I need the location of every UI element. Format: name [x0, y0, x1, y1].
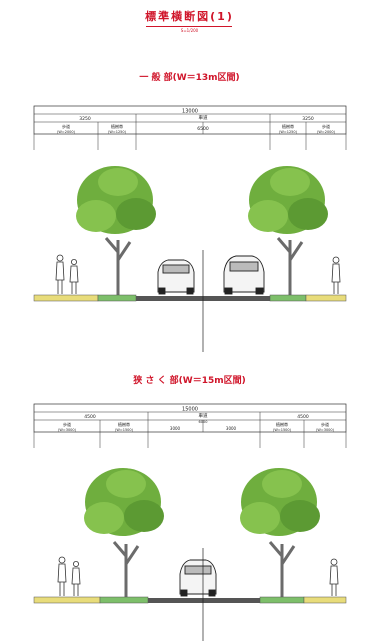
planting-width-left: (W=1500) — [115, 428, 134, 432]
sidewalk-width-right: (W=2000) — [317, 130, 336, 134]
tree-right — [240, 468, 320, 598]
lane-width-right: 3000 — [226, 426, 237, 431]
sidewalk-label-left: 歩道 — [63, 421, 71, 427]
planting-width-left: (W=1250) — [108, 130, 127, 134]
pedestrian-right — [329, 558, 339, 596]
planting-label-right: 植樹帯 — [282, 123, 294, 129]
sidewalk-width-right: (W=3000) — [316, 428, 335, 432]
total-width-label: 13000 — [182, 109, 198, 115]
road-surface — [33, 596, 347, 604]
section-2-cross-section: 15000 4500 車道 4500 6000 3000 3000 歩道 (W=… — [33, 403, 347, 641]
sidewalk-label-right: 歩道 — [322, 123, 330, 129]
dim-label-right: 4500 — [297, 414, 309, 420]
roadway-name-label: 車道 — [199, 412, 208, 419]
dim-label-left: 4500 — [84, 414, 96, 420]
section-1-title: 一 般 部(W＝13m区間) — [139, 73, 240, 83]
planting-label-left: 植樹帯 — [111, 123, 123, 129]
tree-left — [76, 166, 156, 296]
section-2-title: 狭 さ く 部(W＝15m区間) — [133, 376, 246, 386]
car-right — [223, 255, 265, 295]
dim-label-right: 3250 — [302, 116, 314, 122]
roadway-name-label: 車道 — [199, 114, 208, 121]
planting-width-right: (W=1500) — [273, 428, 292, 432]
dimension-table: 15000 4500 車道 4500 6000 3000 3000 歩道 (W=… — [33, 403, 347, 448]
sidewalk-width-left: (W=3000) — [58, 428, 77, 432]
pedestrians-left — [55, 254, 79, 294]
sidewalk-label-left: 歩道 — [62, 123, 70, 129]
planting-label-left: 植樹帯 — [118, 421, 130, 427]
dimension-table: 13000 3250 車道 3250 6500 歩道 (W=2000) 植樹帯 … — [33, 105, 347, 150]
car-center — [179, 559, 217, 597]
roadway-width-label: 6000 — [199, 420, 208, 424]
title-underline — [146, 26, 232, 27]
pedestrians-left — [57, 556, 81, 596]
sidewalk-width-left: (W=2000) — [57, 130, 76, 134]
sidewalk-label-right: 歩道 — [321, 421, 329, 427]
total-width-label: 15000 — [182, 407, 198, 413]
scale-label: S=1/200 — [180, 28, 199, 33]
planting-width-right: (W=1250) — [279, 130, 298, 134]
page-title: 標準横断図(1) — [145, 10, 234, 23]
lane-width-left: 3000 — [170, 426, 181, 431]
planting-label-right: 植樹帯 — [276, 421, 288, 427]
tree-right — [248, 166, 328, 296]
car-left — [157, 259, 195, 295]
pedestrian-right — [331, 256, 341, 294]
section-1-cross-section: 13000 3250 車道 3250 6500 歩道 (W=2000) 植樹帯 … — [33, 105, 347, 352]
dim-label-left: 3250 — [79, 116, 91, 122]
road-surface — [33, 294, 347, 302]
roadway-width-label: 6500 — [197, 126, 209, 132]
tree-left — [84, 468, 164, 598]
